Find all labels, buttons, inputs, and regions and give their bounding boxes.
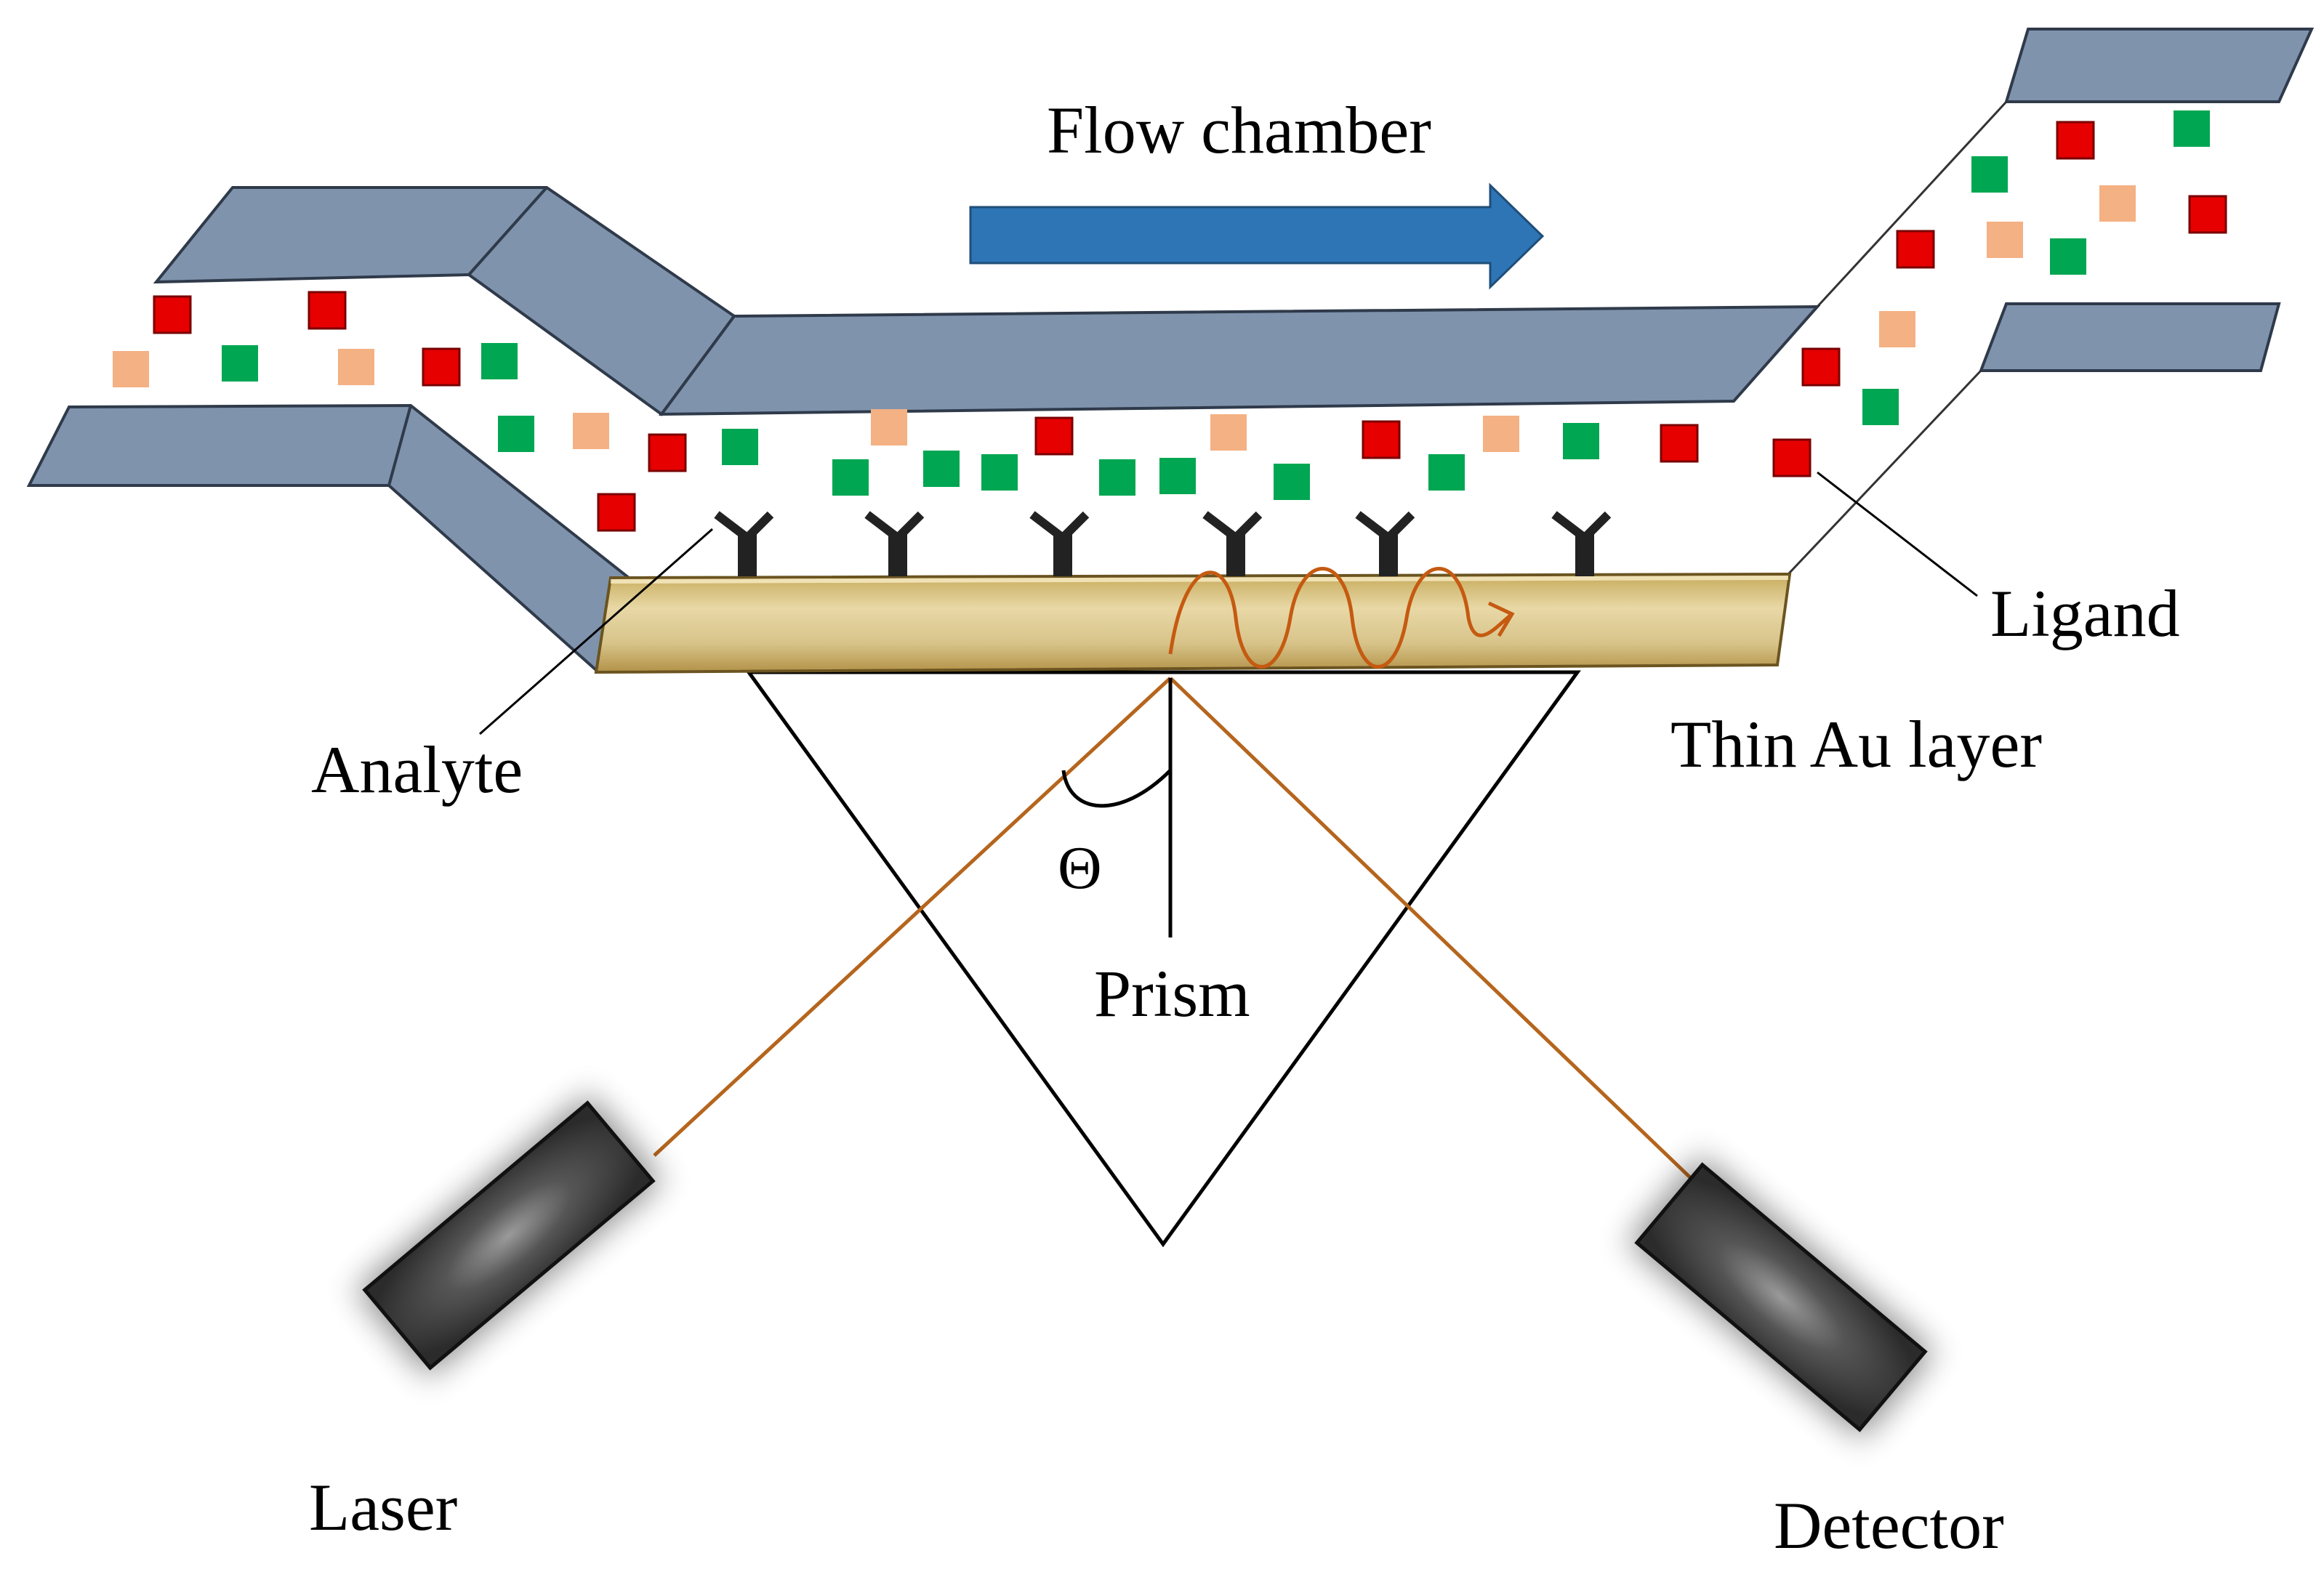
laser-label: Laser [309,1470,457,1544]
peach-particle [338,349,374,385]
green-particle [722,429,758,465]
peach-particle [1987,222,2023,258]
red-particle [307,291,347,330]
chamber-wall-bottom-left [26,403,631,673]
ligand-leader-line [1817,471,1978,597]
analyte-leader-line [479,528,713,735]
light-path [653,567,1695,1182]
ligand-label: Ligand [1990,576,2180,650]
peach-particle [1483,416,1519,452]
green-particle [2174,110,2210,147]
y-antibody-icon [1202,511,1263,576]
particles [113,110,2227,532]
laser-device-icon [355,1094,663,1377]
green-particle [481,343,518,379]
angle-arc [1061,769,1172,808]
chamber-wall-outlet-bottom [1979,302,2281,372]
receptors [714,511,1612,576]
prism [745,670,1581,1248]
green-particle [832,459,869,496]
peach-particle [2099,185,2136,222]
y-antibody-icon [1551,511,1612,576]
red-particle [1772,438,1812,477]
green-particle [1971,156,2008,193]
y-antibody-icon [1029,511,1090,576]
peach-particle [1879,311,1915,347]
chamber-wall-outlet-top [2004,28,2315,103]
y-antibody-icon [1355,511,1415,576]
green-particle [1099,459,1135,496]
red-particle [1896,230,1935,269]
analyte-label: Analyte [311,733,523,807]
reflected-beam [1169,677,1695,1182]
green-particle [222,345,258,382]
green-particle [498,416,534,452]
y-antibody-icon [864,511,925,576]
incident-beam [653,677,1172,1157]
red-particle [422,347,461,387]
flow-direction-arrow [969,182,1545,290]
green-particle [1428,454,1465,491]
peach-particle [871,409,907,445]
red-particle [648,433,687,472]
red-particle [1034,416,1074,456]
green-particle [1159,458,1196,494]
green-particle [2050,238,2086,275]
detector-label: Detector [1774,1488,2004,1562]
flow-chamber [26,28,2315,673]
green-particle [1274,464,1310,500]
peach-particle [1210,414,1247,451]
red-particle [1801,347,1841,387]
right-arrow-icon [969,182,1545,290]
y-antibody-icon [714,511,774,576]
surface-plasmon-wave [1168,567,1513,669]
peach-particle [573,413,609,449]
thin-au-layer-label: Thin Au layer [1670,707,2042,781]
theta-label: Θ [1058,834,1102,902]
flow-chamber-label: Flow chamber [1047,93,1431,167]
peach-particle [113,351,149,387]
red-particle [1660,424,1699,463]
red-particle [2188,195,2227,234]
green-particle [923,451,960,487]
red-particle [1362,420,1401,459]
chamber-wall-top [658,305,1821,416]
thin-gold-layer [594,572,1792,674]
green-particle [1563,423,1599,459]
green-particle [981,454,1018,491]
red-particle [2056,121,2095,160]
prism-label: Prism [1094,956,1250,1031]
red-particle [597,493,636,532]
red-particle [153,295,192,334]
detector-device-icon [1627,1156,1935,1439]
green-particle [1862,389,1899,425]
